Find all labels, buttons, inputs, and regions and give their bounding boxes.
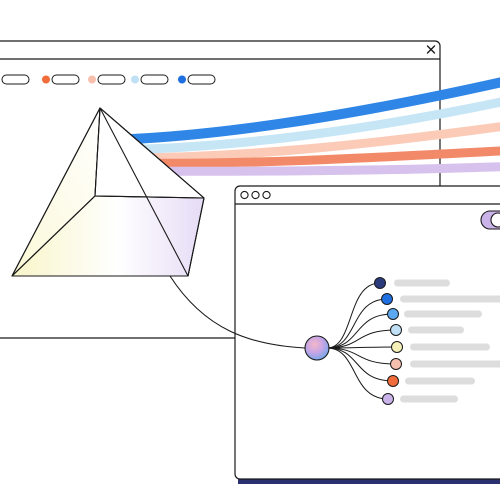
front-window-accent-bar bbox=[238, 478, 500, 484]
list-item[interactable] bbox=[326, 347, 500, 370]
branch-tree bbox=[304, 277, 500, 405]
placeholder-text bbox=[394, 279, 450, 287]
toggle-switch bbox=[480, 210, 500, 230]
close-icon bbox=[431, 50, 432, 51]
filter-chip-row bbox=[0, 74, 216, 85]
placeholder-text bbox=[404, 310, 482, 318]
beam-blue bbox=[109, 77, 500, 145]
chip-pill bbox=[1, 74, 30, 85]
leaf-node bbox=[387, 375, 399, 387]
list-item[interactable] bbox=[326, 341, 490, 353]
placeholder-text bbox=[408, 326, 464, 334]
prism-icon bbox=[11, 107, 205, 277]
leaf-node bbox=[382, 393, 394, 405]
leaf-node bbox=[390, 324, 402, 336]
list-item[interactable] bbox=[326, 308, 482, 349]
beam-orange bbox=[123, 146, 500, 168]
placeholder-text bbox=[400, 395, 458, 403]
front-window-frame bbox=[234, 185, 500, 480]
beam-lavender bbox=[127, 162, 500, 176]
front-window bbox=[234, 185, 500, 484]
placeholder-text bbox=[410, 360, 500, 368]
branch-line bbox=[326, 313, 394, 349]
close-icon bbox=[426, 45, 436, 54]
leaf-node bbox=[387, 308, 399, 320]
chip-blue[interactable] bbox=[178, 74, 216, 85]
connector-curve bbox=[169, 275, 306, 349]
placeholder-text bbox=[410, 343, 490, 351]
chip-dot bbox=[42, 75, 50, 84]
leaf-node bbox=[390, 358, 402, 370]
chip-orange[interactable] bbox=[42, 74, 80, 85]
beam-light-blue bbox=[111, 97, 500, 155]
branch-line bbox=[326, 347, 389, 400]
list-item[interactable] bbox=[326, 277, 450, 349]
chip-peach[interactable] bbox=[88, 74, 126, 85]
leaf-node bbox=[391, 341, 403, 353]
chip-dot bbox=[131, 75, 139, 84]
chip-dot bbox=[178, 75, 186, 84]
chip-pill bbox=[140, 74, 169, 85]
list-item[interactable] bbox=[326, 293, 500, 349]
hub-node bbox=[304, 335, 330, 361]
light-beams bbox=[109, 77, 500, 176]
list-item[interactable] bbox=[326, 324, 464, 349]
chip-lavender[interactable] bbox=[0, 74, 30, 85]
list-item[interactable] bbox=[326, 347, 458, 405]
branch-line bbox=[326, 347, 394, 382]
leaf-node bbox=[381, 293, 393, 305]
branch-line bbox=[326, 347, 397, 365]
branch-line bbox=[326, 298, 388, 349]
placeholder-text bbox=[405, 377, 475, 385]
window-dots-icon bbox=[240, 190, 271, 200]
toggle-button[interactable] bbox=[481, 211, 500, 229]
branch-line bbox=[326, 282, 381, 349]
chip-pill bbox=[187, 74, 216, 85]
list-item[interactable] bbox=[326, 347, 475, 387]
leaf-node bbox=[374, 277, 386, 289]
chip-pill bbox=[51, 74, 80, 85]
chip-light-blue[interactable] bbox=[131, 74, 169, 85]
chip-pill bbox=[97, 74, 126, 85]
placeholder-text bbox=[400, 295, 500, 303]
toggle-knob bbox=[491, 220, 492, 221]
chip-dot bbox=[88, 75, 96, 84]
beam-peach bbox=[117, 122, 500, 163]
close-button[interactable] bbox=[423, 41, 439, 58]
